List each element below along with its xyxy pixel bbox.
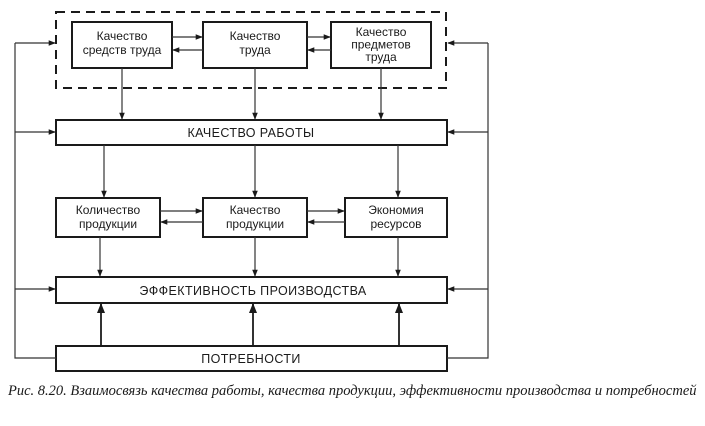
box-labor-objects-quality-label-line: труда (365, 50, 397, 64)
box-needs-label: ПОТРЕБНОСТИ (201, 352, 301, 366)
box-product-quality-label-line: продукции (226, 217, 284, 231)
box-production-efficiency-label: ЭФФЕКТИВНОСТЬ ПРОИЗВОДСТВА (139, 284, 367, 298)
box-needs: ПОТРЕБНОСТИ (55, 345, 448, 372)
box-product-quantity-label-line: Количество (76, 203, 141, 217)
labor-factors-group-frame (55, 11, 447, 89)
box-labor-quality-label-line: труда (239, 43, 271, 57)
box-work-quality-label: КАЧЕСТВО РАБОТЫ (187, 126, 314, 140)
box-production-efficiency: ЭФФЕКТИВНОСТЬ ПРОИЗВОДСТВА (55, 276, 448, 304)
right-feedback-line (447, 43, 489, 359)
box-labor-means-quality-label-line: Качество (97, 29, 148, 43)
box-labor-objects-quality-label-line: Качество (356, 25, 407, 39)
box-labor-objects-quality-label-line: предметов (351, 38, 411, 52)
figure-caption: Рис. 8.20. Взаимосвязь качества работы, … (8, 383, 697, 399)
box-resource-savings-label-line: ресурсов (370, 217, 421, 231)
left-feedback-line (14, 43, 56, 359)
box-product-quantity-label-line: продукции (79, 217, 137, 231)
box-labor-quality-label-line: Качество (230, 29, 281, 43)
box-product-quality-label-line: Качество (230, 203, 281, 217)
box-labor-means-quality-label-line: средств труда (83, 43, 162, 57)
box-work-quality: КАЧЕСТВО РАБОТЫ (55, 119, 448, 146)
box-resource-savings-label-line: Экономия (368, 203, 423, 217)
